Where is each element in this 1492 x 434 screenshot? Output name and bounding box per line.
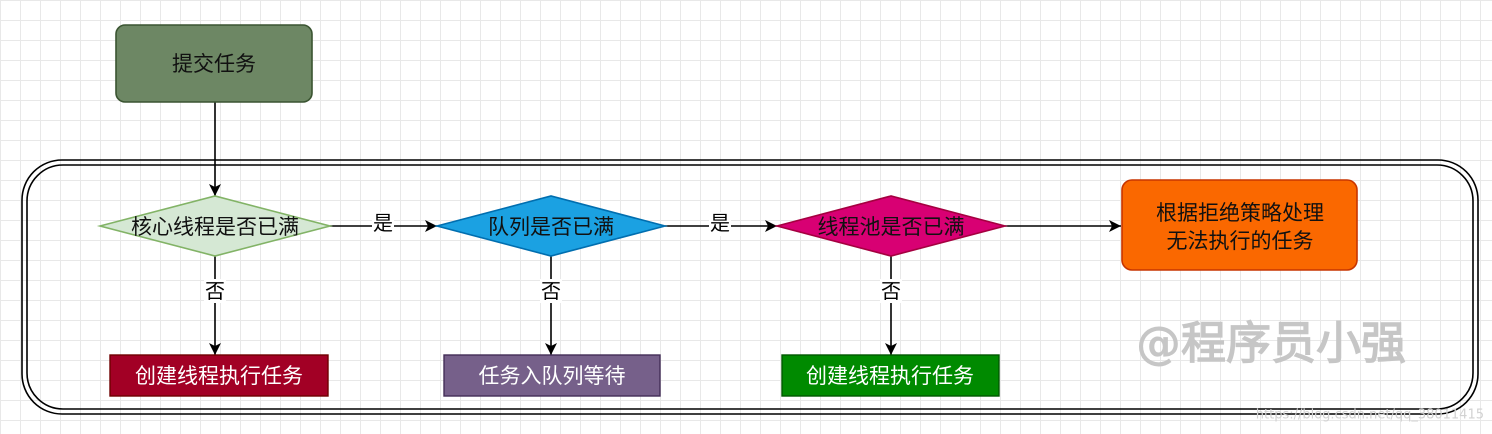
decision-label: 线程池是否已满 <box>818 215 965 239</box>
reject-node-label-line-2: 无法执行的任务 <box>1167 229 1314 253</box>
reject-node-label-line-1: 根据拒绝策略处理 <box>1156 201 1324 225</box>
edge-label-bg <box>372 212 394 236</box>
edge-label-queue-yes: 是 <box>709 211 731 236</box>
action-box <box>443 354 661 397</box>
decision-diamond <box>773 195 1009 257</box>
start-node-label: 提交任务 <box>172 52 256 76</box>
edge-label-text: 否 <box>205 279 225 303</box>
decision-queue-full: 队列是否已满 <box>433 195 669 257</box>
action-box <box>109 354 329 397</box>
edge-label-bg <box>709 212 731 236</box>
action-label: 创建线程执行任务 <box>135 364 303 388</box>
action-create-core-thread: 创建线程执行任务 <box>109 354 329 397</box>
start-node-submit-task: 提交任务 <box>115 24 313 103</box>
start-node-box <box>115 24 313 103</box>
decision-diamond <box>433 195 669 257</box>
thread-pool-container <box>21 159 1479 415</box>
edge-label-core-no: 否 <box>204 279 226 303</box>
action-create-extra-thread: 创建线程执行任务 <box>781 354 1000 397</box>
container-inner-border <box>26 164 1474 410</box>
edge-label-text: 否 <box>881 279 901 303</box>
action-box <box>781 354 1000 397</box>
container-outer-border <box>21 159 1479 415</box>
edge-label-bg <box>540 279 562 303</box>
author-watermark: @程序员小强 <box>1136 317 1406 370</box>
edge-label-text: 否 <box>541 279 561 303</box>
reject-node-box <box>1121 179 1358 271</box>
decision-label: 核心线程是否已满 <box>131 215 299 239</box>
edge-label-core-yes: 是 <box>372 211 394 236</box>
decision-diamond <box>96 195 334 257</box>
decision-core-threads-full: 核心线程是否已满 <box>96 195 334 257</box>
decision-pool-full: 线程池是否已满 <box>773 195 1009 257</box>
edge-label-text: 是 <box>373 211 393 235</box>
action-label: 任务入队列等待 <box>479 364 626 388</box>
edge-label-bg <box>204 279 226 303</box>
edge-label-text: 是 <box>710 211 730 235</box>
action-enqueue-task: 任务入队列等待 <box>443 354 661 397</box>
reject-policy-node: 根据拒绝策略处理 无法执行的任务 <box>1121 179 1358 271</box>
edge-label-pool-no: 否 <box>880 279 902 303</box>
edge-label-queue-no: 否 <box>540 279 562 303</box>
url-watermark: https://blog.csdn.net/qq_38011415 <box>1256 408 1484 423</box>
action-label: 创建线程执行任务 <box>806 364 974 388</box>
edge-label-bg <box>880 279 902 303</box>
decision-label: 队列是否已满 <box>488 215 614 239</box>
